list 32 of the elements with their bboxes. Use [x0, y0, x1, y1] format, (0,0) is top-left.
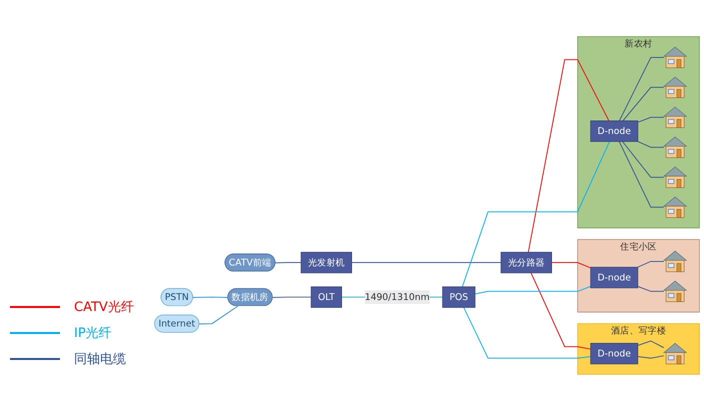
node-box: 光发射机 — [300, 252, 352, 274]
node-box: D-node — [590, 120, 638, 142]
connector — [474, 286, 592, 294]
connector — [463, 307, 592, 359]
connector — [637, 286, 664, 292]
connector — [198, 306, 238, 324]
node-box: OLT — [310, 286, 342, 308]
connector — [528, 59, 610, 253]
node-box: D-node — [590, 266, 638, 288]
legend-text: IP光纤 — [74, 325, 112, 342]
connector — [637, 355, 664, 359]
connector — [622, 86, 664, 122]
connector — [272, 296, 312, 298]
node-box: POS — [442, 286, 476, 308]
connector — [637, 141, 664, 148]
edge-label: 1490/1310nm — [364, 291, 430, 302]
node-box: 光分路器 — [500, 252, 552, 274]
connector — [637, 116, 664, 123]
connector — [637, 340, 664, 348]
connector — [351, 262, 502, 263]
connector — [530, 272, 592, 350]
connector — [618, 56, 664, 122]
legend-text: 同轴电缆 — [74, 351, 126, 368]
connector — [274, 262, 302, 264]
connector — [622, 141, 664, 178]
connector — [618, 141, 664, 208]
connector — [637, 260, 664, 268]
connector — [462, 141, 610, 288]
connector — [551, 262, 592, 268]
legend-text: CATV光纤 — [74, 299, 134, 316]
connector — [192, 296, 228, 298]
node-box: D-node — [590, 342, 638, 364]
